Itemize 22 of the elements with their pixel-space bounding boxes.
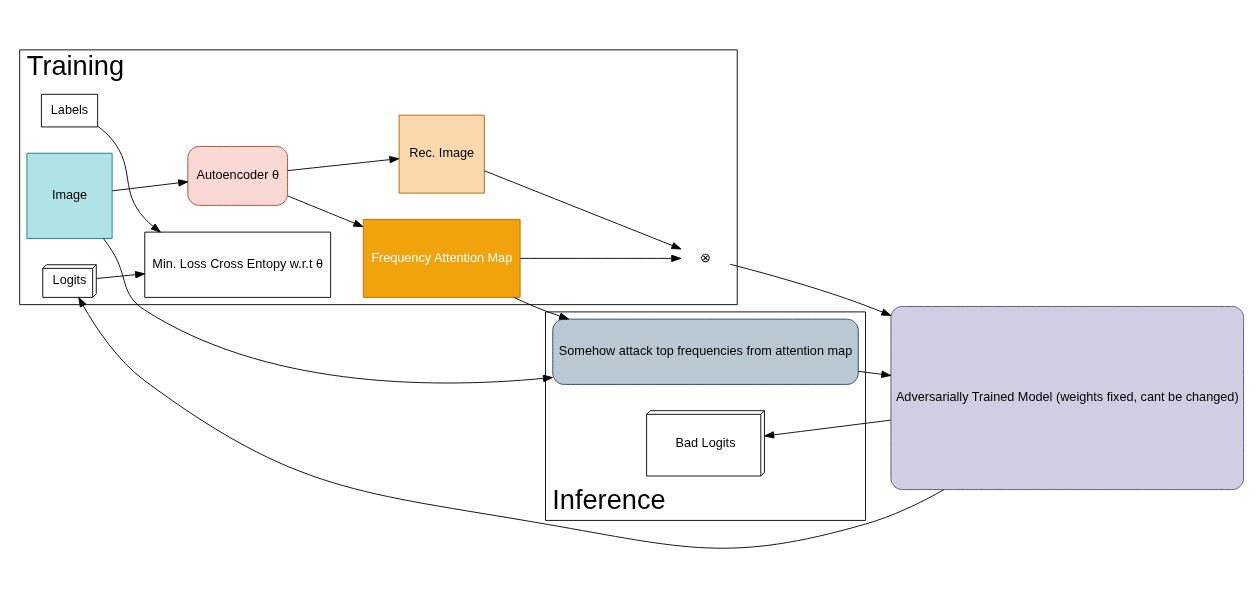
arrow <box>483 169 682 249</box>
arrow <box>78 296 945 549</box>
arrow <box>513 296 569 320</box>
arrow <box>519 254 682 262</box>
node-text: ⊗ <box>700 250 712 265</box>
arrow <box>111 178 189 191</box>
arrow <box>95 270 146 279</box>
arrow <box>287 155 400 171</box>
arrow <box>729 263 892 316</box>
arrow <box>287 195 364 227</box>
node-box: Image <box>26 152 113 239</box>
arrow <box>97 125 161 233</box>
node-box: Rec. Image <box>398 114 485 194</box>
node-box: Frequency Attention Map <box>362 218 521 298</box>
arrow <box>103 237 553 383</box>
arrow <box>857 370 892 378</box>
node-box: Labels <box>40 93 99 127</box>
node-box: Somehow attack top frequencies from attention map <box>552 318 859 385</box>
node-box: Adversarially Trained Model (weights fixed, cant be changed) <box>890 305 1245 490</box>
node-box: Autoencoder θ <box>187 145 289 206</box>
arrow <box>764 419 892 438</box>
node-box: Min. Loss Cross Entopy w.r.t θ <box>144 231 332 298</box>
